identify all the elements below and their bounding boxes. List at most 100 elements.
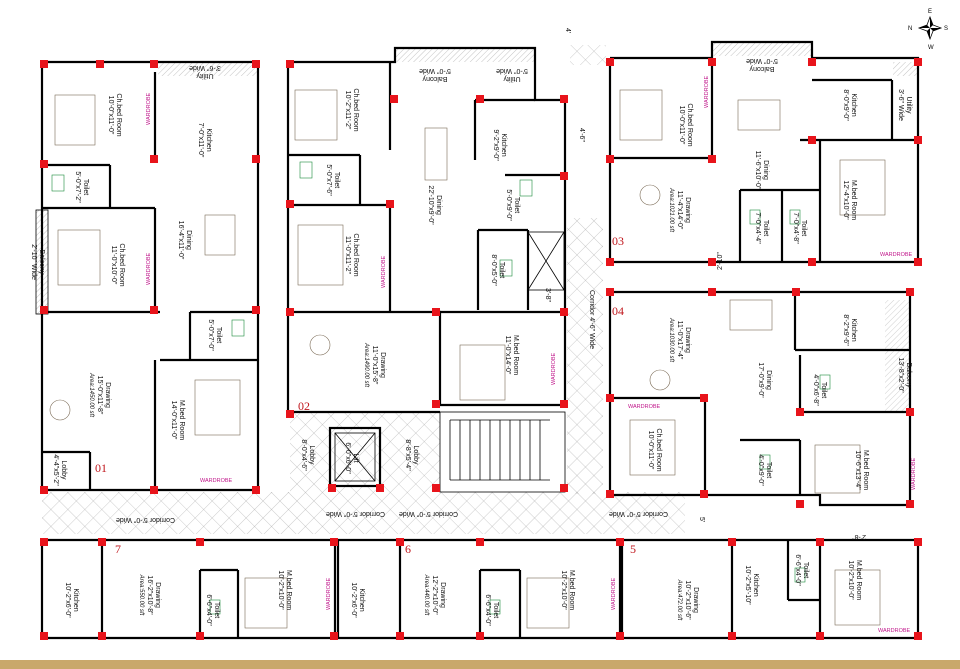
room-name: Toilet	[213, 602, 220, 618]
room-name: Toilet	[215, 327, 222, 343]
room-dimension: 11'-0"x11'-2"	[344, 236, 351, 275]
wardrobe-label: WARDROBE	[146, 252, 152, 285]
room-name: Drawing	[684, 197, 691, 223]
room-dimension: 10'-2"x10'-0"	[277, 570, 284, 610]
room-dimension: 10'-6"x13'-4"	[854, 450, 861, 490]
room-name: Drawing	[684, 327, 691, 353]
room-dimension: 3'-6" Wide	[897, 89, 904, 121]
room-area: Area:440.00 sft	[423, 574, 429, 616]
room-dimension: 8'-0"x4'-6"	[300, 439, 307, 471]
room-name: M.bed Room	[855, 560, 862, 600]
room-dimension: 5'-0" Wide	[419, 67, 451, 74]
sanitary-fixtures	[51, 161, 831, 615]
wardrobe-label: WARDROBE	[628, 404, 661, 410]
room-dimension: 5'-0"x7'-0"	[207, 319, 214, 351]
room-name: M.bed Room	[850, 180, 857, 220]
room-area: Area:472.00 sft	[676, 579, 682, 621]
room-dimension: 10'-2"x10'-0"	[847, 560, 854, 600]
room-dimension: 5'-0"x9'-0"	[505, 189, 512, 221]
walls	[35, 40, 920, 640]
room-name: Lobby	[308, 445, 315, 465]
room-dimension: 4'-4"x5'-2"	[52, 454, 59, 486]
room-name: Balcony	[422, 75, 447, 82]
dim-2-10: 2'-10"	[717, 252, 724, 270]
room-dimension: 11'-6"x10'-0"	[754, 151, 761, 190]
corridor-label-mid1: Corridor 5'-0" Wide	[326, 510, 385, 517]
room-dimension: 7'-0"x4'-4"	[754, 212, 761, 244]
room-dimension: 3'-8"	[544, 288, 551, 302]
room-dimension: 11'-0"x17'-4"	[676, 321, 683, 360]
room-name: Utility	[905, 96, 912, 114]
room-name: Ch.bed Room	[686, 103, 693, 146]
wardrobe-label: WARDROBE	[381, 255, 387, 288]
furniture	[49, 89, 886, 629]
room-name: M.bed Room	[568, 570, 575, 610]
room-name: Dining	[185, 230, 192, 250]
room-name: Lobby	[412, 445, 419, 465]
room-dimension: 10'-0"x11'-0"	[647, 431, 654, 470]
room-name: Kitchen	[500, 133, 507, 156]
room-dimension: 5'-0"x7'-6"	[325, 164, 332, 196]
room-name: Drawing	[154, 582, 161, 608]
floor-band	[0, 660, 960, 669]
room-name: Ch.bed Room	[115, 93, 122, 136]
dim-5: 5'	[698, 517, 705, 522]
room-dimension: 8'-8"x5'-4"	[404, 439, 411, 471]
room-dimension: 2'-10" Wide	[30, 244, 37, 280]
room-name: Ch.bed Room	[118, 243, 125, 286]
room-name: Toilet	[800, 220, 807, 236]
room-area: Area:1450.00 sft	[88, 372, 94, 417]
room-dimension: 5'-0" Wide	[496, 67, 528, 74]
room-dimension: 3'-6" Wide	[189, 64, 221, 71]
room-dimension: 10'-2"x10'-6"	[684, 580, 691, 620]
wardrobe-label: WARDROBE	[611, 577, 617, 610]
room-dimension: 10'-2"x11'-2"	[344, 91, 351, 130]
stairs	[449, 419, 550, 481]
room-dimension: 22'-10"x9'-0"	[427, 185, 434, 225]
room-name: Kitchen	[752, 573, 759, 596]
corridor-label-right: Corridor 5'-0" Wide	[609, 510, 668, 517]
unit-numbers: 01 02 03 04 5 6 7	[95, 234, 636, 556]
room-name: M.bed Room	[285, 570, 292, 610]
room-dimension: 10'-2"x10'-0"	[560, 570, 567, 610]
unit-number-02: 02	[298, 399, 310, 413]
room-dimension: 8'-0"x9'-0"	[842, 89, 849, 121]
wardrobe-labels: WARDROBE WARDROBE WARDROBE WARDROBE WARD…	[146, 75, 917, 634]
room-dimension: 17'-0"x9'-0"	[757, 362, 764, 398]
wardrobe-label: WARDROBE	[704, 75, 710, 108]
room-name: Toilet	[765, 462, 772, 478]
room-dimension: 8'-0"x5'-0"	[490, 254, 497, 286]
wardrobe-label: WARDROBE	[200, 478, 233, 484]
dimension-labels: 4'-6" 2'-10" 2'-8" 5' 4'	[564, 28, 866, 540]
room-dimension: 10'-0"x11'-0"	[107, 96, 114, 135]
room-name: Kitchen	[850, 318, 857, 341]
room-dimension: 12'-2"x10'-0"	[431, 575, 438, 615]
wardrobe-label: WARDROBE	[551, 352, 557, 385]
room-dimension: 6'-6"x4'-0"	[484, 594, 491, 626]
room-dimension: 9'-2"x9'-0"	[492, 129, 499, 161]
room-name: M.bed Room	[178, 400, 185, 440]
